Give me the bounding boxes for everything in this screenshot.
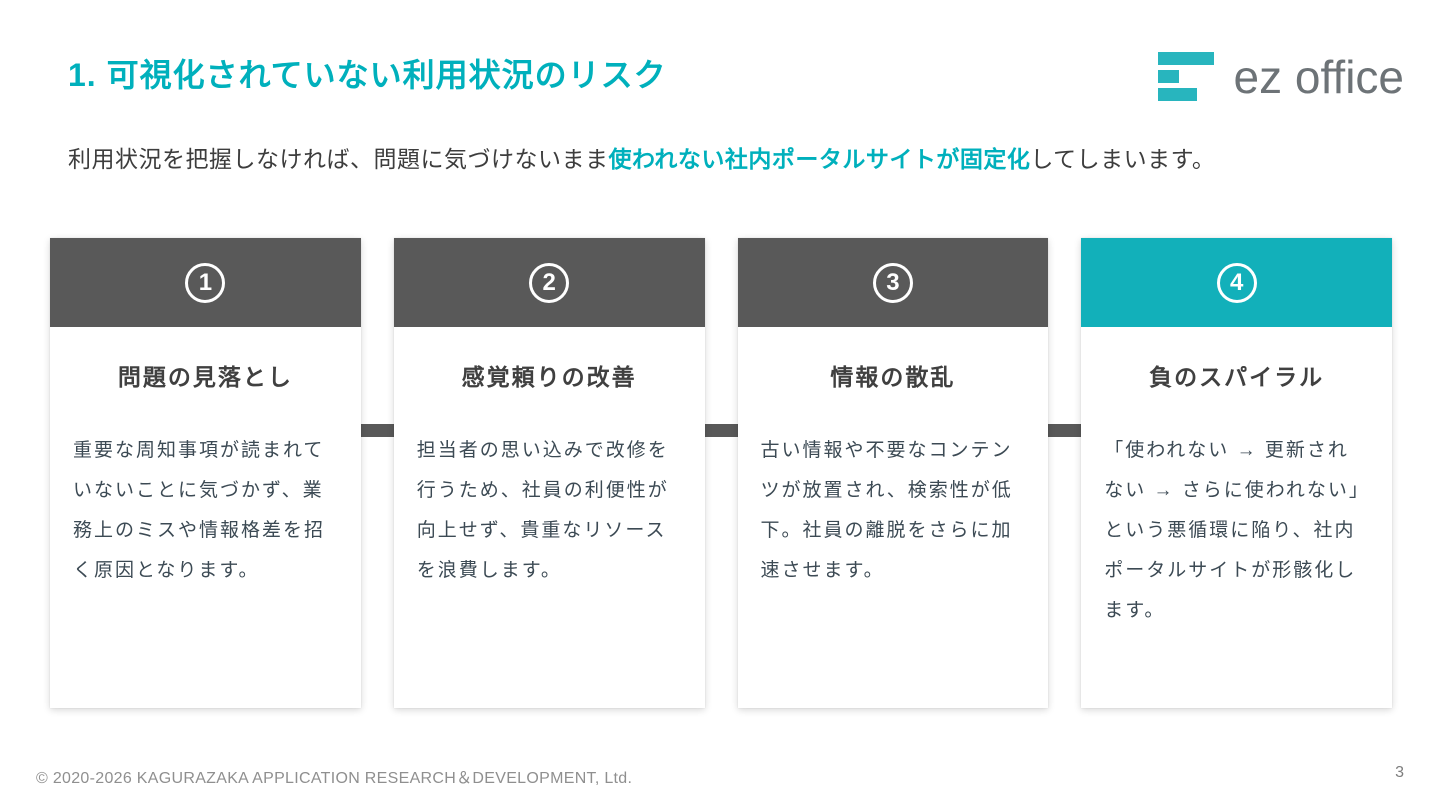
risk-card-2: 2 感覚頼りの改善 担当者の思い込みで改修を行うため、社員の利便性が向上せず、貴… bbox=[393, 238, 705, 708]
logo-bar-middle bbox=[1157, 70, 1179, 83]
card-3-header: 3 bbox=[737, 238, 1049, 327]
risk-card-4: 4 負のスパイラル 「使われない → 更新されない → さらに使われない」という… bbox=[1081, 238, 1392, 708]
card-3-number-badge: 3 bbox=[872, 262, 913, 303]
logo-bar-bottom bbox=[1157, 88, 1197, 101]
card-1-title: 問題の見落とし bbox=[117, 364, 293, 390]
card-4-body: 「使われない → 更新されない → さらに使われない」という悪循環に陥り、社内ポ… bbox=[1104, 440, 1361, 621]
card-connector-3-4 bbox=[1047, 424, 1082, 437]
logo-bar-top bbox=[1157, 52, 1214, 65]
card-1-header: 1 bbox=[50, 238, 361, 327]
card-1-number-badge: 1 bbox=[185, 262, 226, 303]
page-title: 1. 可視化されていない利用状況のリスク bbox=[68, 57, 667, 93]
page-number: 3 bbox=[1395, 764, 1404, 781]
risk-card-1: 1 問題の見落とし 重要な周知事項が読まれていないことに気づかず、業務上のミスや… bbox=[50, 238, 361, 708]
card-4-title: 負のスパイラル bbox=[1149, 364, 1325, 390]
card-2-body: 担当者の思い込みで改修を行うため、社員の利便性が向上せず、貴重なリソースを浪費し… bbox=[416, 440, 669, 581]
intro-post: してしまいます。 bbox=[1030, 146, 1216, 172]
card-2-header: 2 bbox=[393, 238, 705, 327]
footer-copyright: © 2020-2026 KAGURAZAKA APPLICATION RESEA… bbox=[36, 770, 633, 787]
intro-highlight: 使われない社内ポータルサイトが固定化 bbox=[608, 146, 1031, 172]
card-1-body: 重要な周知事項が読まれていないことに気づかず、業務上のミスや情報格差を招く原因と… bbox=[73, 440, 326, 581]
ez-office-logo: ez office bbox=[1157, 48, 1404, 106]
card-2-title: 感覚頼りの改善 bbox=[461, 364, 637, 390]
risk-cards-container: 1 問題の見落とし 重要な周知事項が読まれていないことに気づかず、業務上のミスや… bbox=[50, 238, 1392, 708]
card-3-title: 情報の散乱 bbox=[830, 364, 956, 390]
card-connector-2-3 bbox=[703, 424, 738, 437]
card-2-number-badge: 2 bbox=[529, 262, 570, 303]
ez-office-bars-icon bbox=[1157, 52, 1214, 102]
card-connector-1-2 bbox=[359, 424, 394, 437]
card-4-number-badge: 4 bbox=[1216, 262, 1257, 303]
logo-text: ez office bbox=[1233, 51, 1404, 103]
intro-pre: 利用状況を把握しなければ、問題に気づけないまま bbox=[68, 146, 609, 172]
card-3-body: 古い情報や不要なコンテンツが放置され、検索性が低下。社員の離脱をさらに加速させま… bbox=[760, 440, 1013, 581]
card-4-header: 4 bbox=[1081, 238, 1392, 327]
risk-card-3: 3 情報の散乱 古い情報や不要なコンテンツが放置され、検索性が低下。社員の離脱を… bbox=[737, 238, 1049, 708]
intro-sentence: 利用状況を把握しなければ、問題に気づけないまま使われない社内ポータルサイトが固定… bbox=[68, 140, 1215, 174]
